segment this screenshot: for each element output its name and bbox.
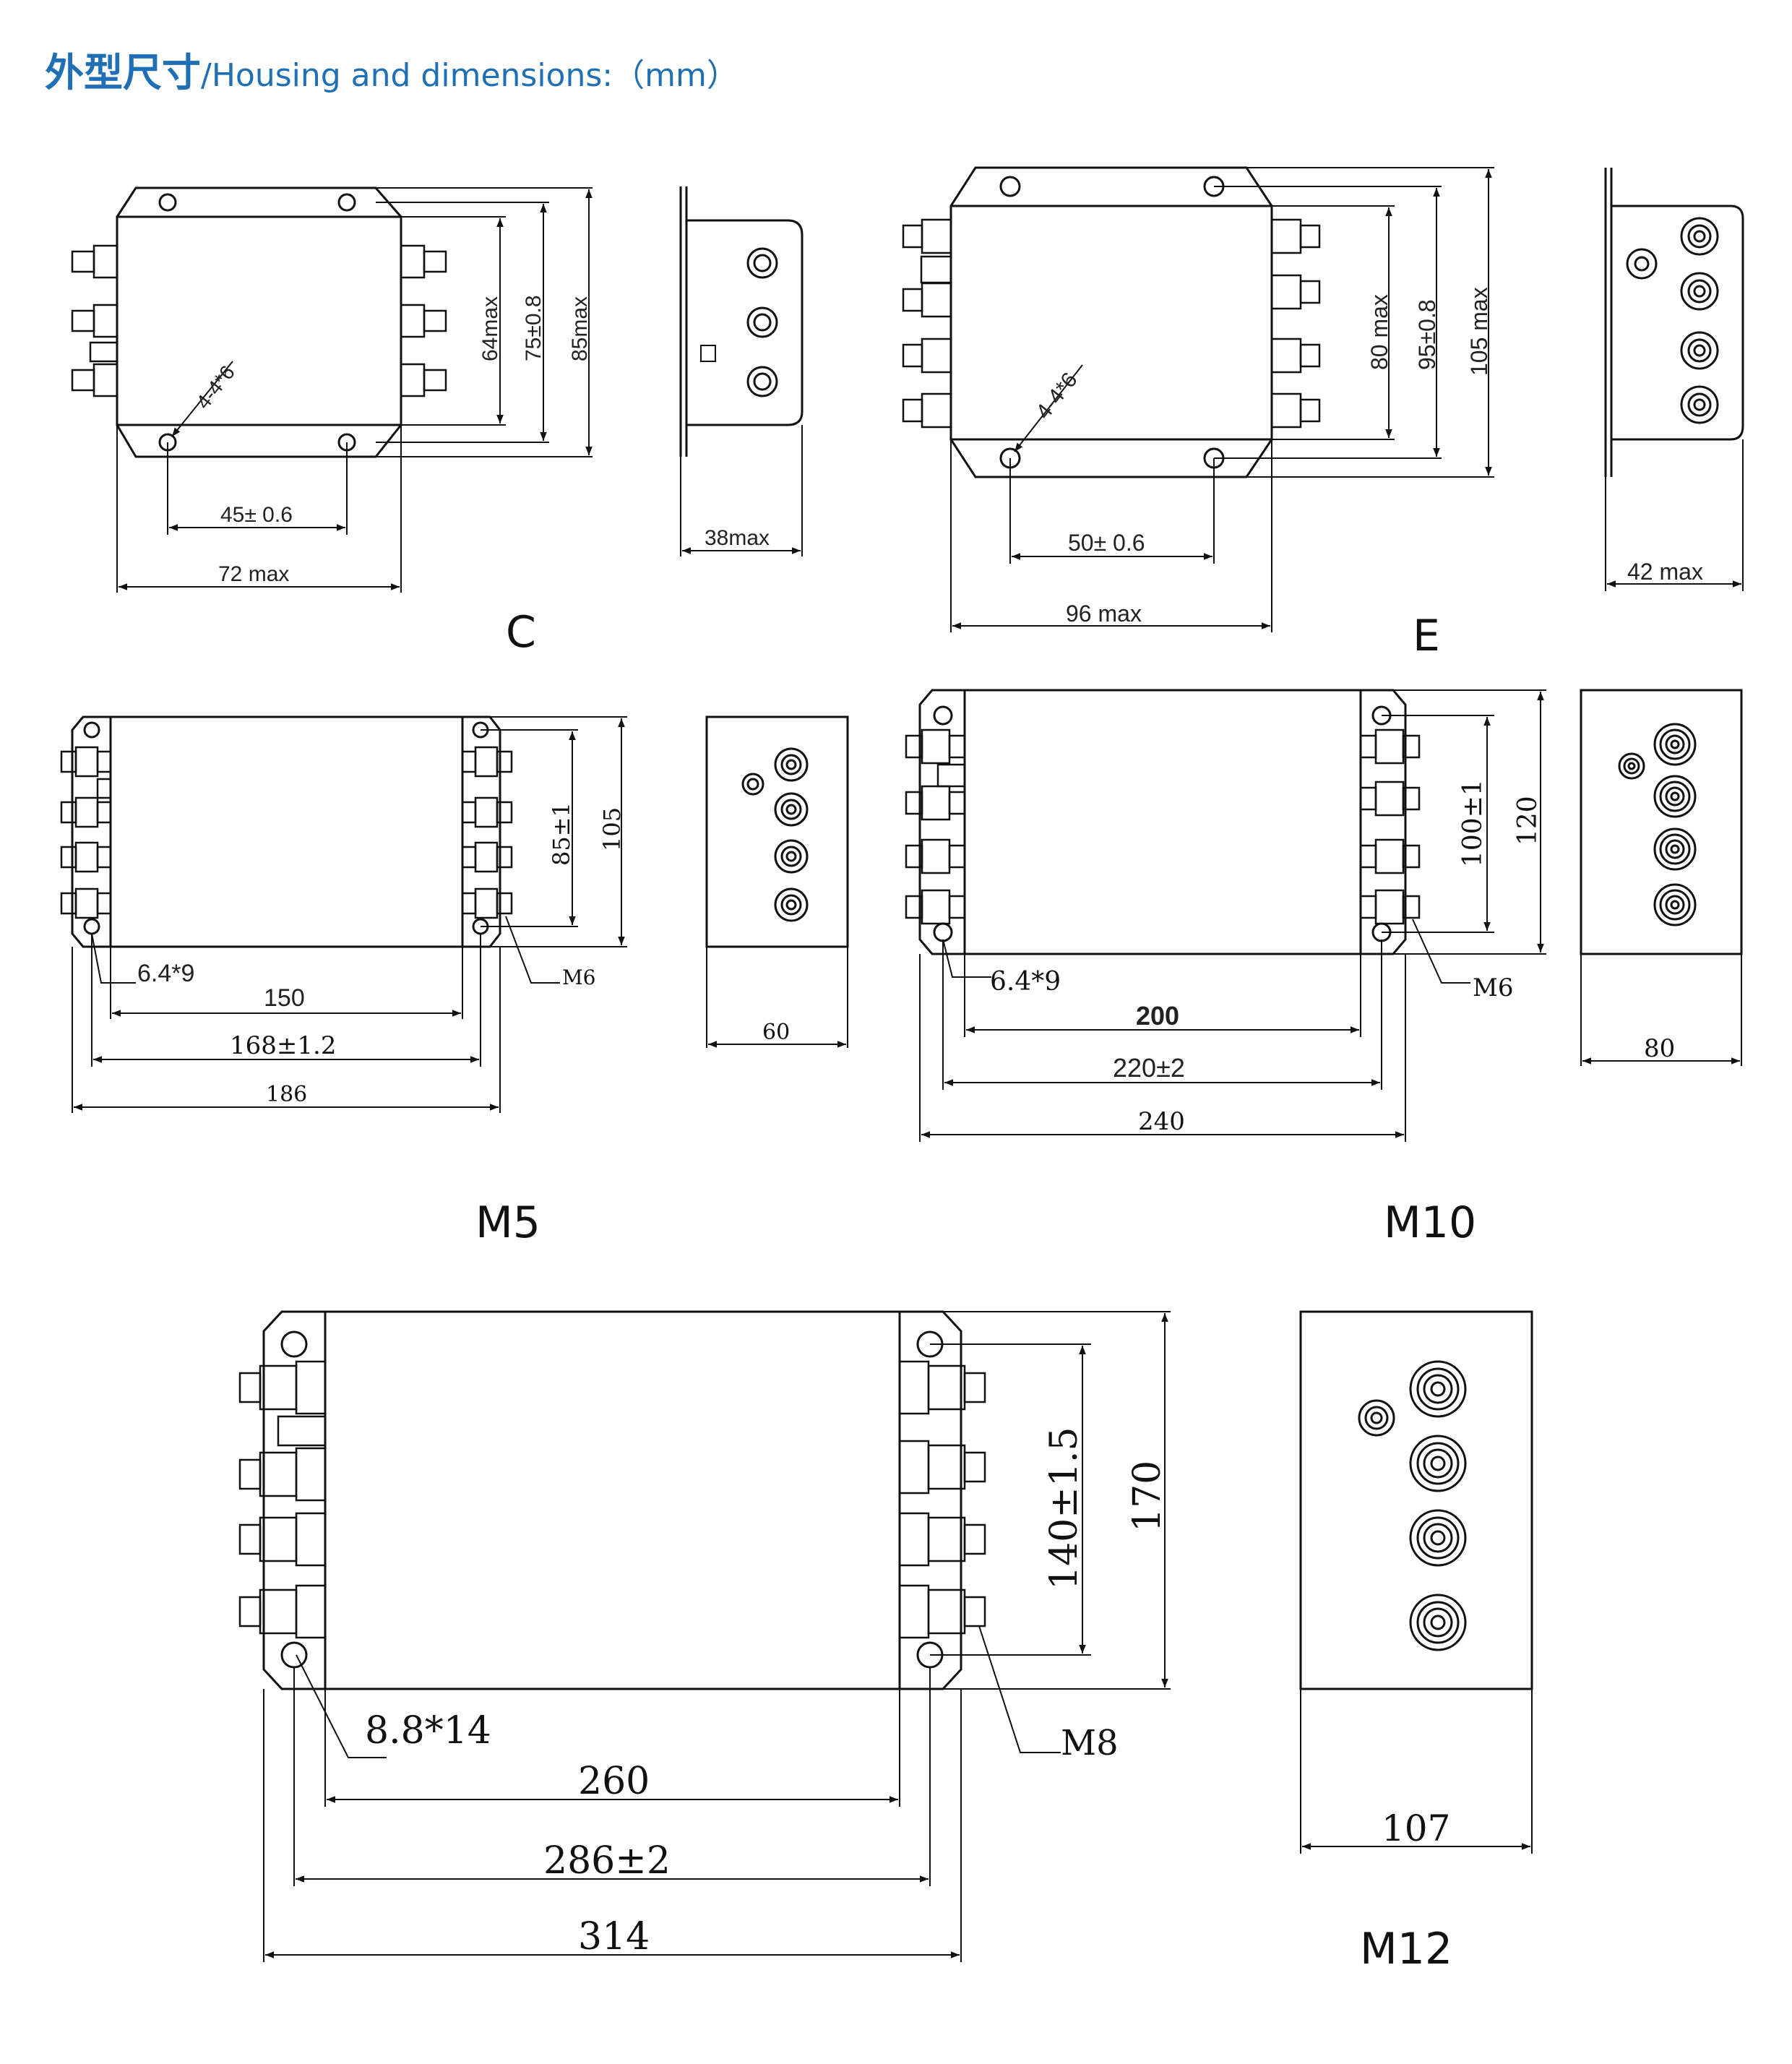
m5-height-mount: 85±1 (548, 802, 575, 866)
c-height-mount: 75±0.8 (522, 295, 546, 361)
m12-terminals-right (898, 1360, 986, 1639)
m10-terminals-right (1359, 728, 1421, 925)
m5-body (109, 715, 464, 948)
m12-width-mount: 286±2 (543, 1839, 671, 1883)
c-terminals-right (400, 244, 447, 397)
c-width-total: 72 max (218, 562, 289, 586)
m5-terminals-right (461, 746, 513, 919)
c-flange (116, 186, 402, 458)
m5-model-label: M5 (475, 1197, 540, 1248)
m12-side-studs (1409, 1360, 1467, 1651)
e-height-total: 105 max (1466, 287, 1492, 376)
m10-depth: 80 (1644, 1034, 1675, 1063)
m5-width-total: 186 (266, 1082, 307, 1107)
e-terminals-left (902, 218, 952, 429)
m5-flange-left (71, 715, 112, 948)
c-hole (337, 193, 356, 212)
m5-hole-pitch: 150 (264, 984, 305, 1012)
m12-height-mount: 140±1.5 (1043, 1427, 1086, 1590)
m10-width-mount: 220±2 (1113, 1053, 1185, 1083)
e-model-label: E (1413, 611, 1440, 661)
m12-hole-label: 8.8*14 (365, 1709, 491, 1753)
c-model-label: C (506, 607, 536, 658)
drawing-m12-side (1299, 1310, 1533, 1854)
c-depth: 38max (705, 526, 770, 550)
c-height-total: 85max (568, 296, 592, 361)
e-height-inner: 80 max (1366, 294, 1392, 370)
m12-width-total: 314 (578, 1915, 650, 1958)
m5-screw-label: M6 (562, 966, 595, 989)
drawing-m12-front (238, 1310, 1171, 1962)
m10-height-mount: 100±1 (1458, 779, 1488, 867)
m10-hole-label: 6.4*9 (990, 967, 1061, 997)
e-hole-pitch: 50± 0.6 (1068, 530, 1145, 556)
drawing-c-front (71, 186, 593, 593)
m10-width-total: 240 (1138, 1107, 1185, 1136)
m12-screw-label: M8 (1061, 1723, 1119, 1763)
c-terminals-left (71, 244, 119, 397)
drawing-m10-side (1580, 689, 1743, 1066)
title-en: /Housing and dimensions:（mm） (201, 57, 738, 94)
drawing-c-side (679, 186, 804, 556)
drawing-m5-side (705, 715, 849, 1048)
e-height-mount: 95±0.8 (1414, 299, 1440, 370)
c-hole-pitch: 45± 0.6 (220, 503, 293, 527)
e-depth: 42 max (1627, 559, 1703, 585)
m12-flange-right (898, 1310, 962, 1690)
e-hole-label: 4-4*6 (1032, 368, 1082, 423)
m10-body (963, 689, 1362, 955)
c-hole-label: 4-4*6 (191, 361, 239, 413)
m5-height-total: 105 (598, 807, 626, 851)
m10-hole-pitch: 200 (1136, 1001, 1179, 1031)
m10-flange-left (918, 689, 966, 955)
m5-terminals-left (60, 746, 112, 919)
m12-hole-pitch: 260 (578, 1760, 650, 1803)
m12-body (324, 1310, 901, 1690)
e-width-total: 96 max (1066, 601, 1142, 627)
page-title: 外型尺寸/Housing and dimensions:（mm） (45, 40, 738, 98)
drawing-e-front (902, 166, 1494, 632)
m12-model-label: M12 (1360, 1924, 1452, 1974)
m10-terminals-left (905, 728, 966, 925)
m5-width-mount: 168±1.2 (230, 1031, 336, 1060)
m5-depth: 60 (762, 1020, 790, 1045)
m12-terminals-left (238, 1360, 327, 1639)
m10-screw-label: M6 (1473, 973, 1513, 1002)
e-flange (949, 166, 1273, 478)
drawing-e-side (1604, 168, 1744, 591)
c-body (116, 215, 402, 426)
m10-model-label: M10 (1384, 1197, 1476, 1248)
drawing-m10-front (905, 689, 1546, 1142)
title-cn: 外型尺寸 (45, 50, 201, 95)
m12-depth: 107 (1382, 1807, 1450, 1849)
c-hole (158, 193, 177, 212)
drawing-m5-front (60, 715, 627, 1113)
m12-flange-left (262, 1310, 327, 1690)
c-height-inner: 64max (478, 296, 502, 361)
m5-hole-label: 6.4*9 (137, 960, 194, 987)
m12-height-total: 170 (1126, 1461, 1169, 1532)
m10-height-total: 120 (1513, 796, 1543, 846)
e-body (949, 205, 1273, 441)
e-terminals-right (1270, 218, 1321, 429)
